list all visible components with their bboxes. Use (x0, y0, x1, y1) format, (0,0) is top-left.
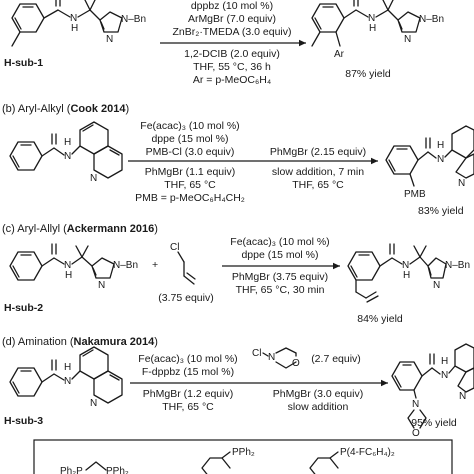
allyl-chloride: Cl (170, 242, 196, 285)
cond-b-3: PMB-Cl (3.0 equiv) (146, 146, 235, 158)
cond-b-5: THF, 65 °C (164, 179, 216, 191)
atom-n-prod: N (368, 13, 375, 24)
cond-d-3: PhMgBr (1.2 equiv) (143, 388, 233, 400)
product-b: PMB H N N (385, 125, 474, 200)
cond-b-1: Fe(acac)₃ (10 mol %) (140, 120, 239, 132)
atom-n-bn-prod-c: N–Bn (445, 260, 470, 271)
cond-d-1: Fe(acac)₃ (10 mol %) (138, 353, 237, 365)
atom-h-prod-d: H (441, 356, 448, 367)
section-a: N H N–Bn N H-sub-1 dppbz (10 mol %) ArMg… (4, 0, 444, 86)
atom-n: N (70, 13, 77, 24)
cond-a-3: ZnBr₂·TMEDA (3.0 equiv) (172, 26, 291, 38)
ligand-box: Ph₂P PPh₂ PPh₂ P(4-FC₆H₄)₂ (33, 439, 453, 474)
header-b: (b) Aryl-Alkyl (Cook 2014) (2, 103, 129, 115)
cond-c-2: dppe (15 mol %) (241, 249, 318, 261)
cond-b-7: PhMgBr (2.15 equiv) (270, 146, 366, 158)
cond-a-2: ArMgBr (7.0 equiv) (188, 13, 276, 25)
ligand-dppe: Ph₂P PPh₂ (60, 461, 129, 474)
label-h-sub-2: H-sub-2 (4, 302, 43, 314)
atom-n-b: N (64, 151, 71, 162)
yield-c: 84% yield (357, 313, 403, 325)
cond-b-9: THF, 65 °C (292, 179, 344, 191)
atom-h-prod-c: H (403, 270, 410, 281)
atom-n2-prod: N (404, 34, 411, 45)
yield-b: 83% yield (418, 205, 464, 217)
atom-h-d: H (64, 362, 71, 373)
atom-o-reagent: O (292, 358, 300, 369)
section-c: (c) Aryl-Allyl (Ackermann 2016) N H N–Bn… (2, 223, 470, 325)
atom-n-prod-b: N (437, 154, 444, 165)
atom-o-prod: O (412, 428, 420, 439)
ligand-box-frame (33, 439, 453, 474)
atom-n-prod-c: N (402, 260, 409, 271)
substrate-h-sub-3: H N N H-sub-3 (4, 346, 123, 427)
atom-h-prod: H (369, 23, 376, 34)
cond-b-4: PhMgBr (1.1 equiv) (145, 166, 235, 178)
atom-n-quin-d: N (90, 398, 97, 409)
atom-n-quin-prod-d: N (459, 391, 466, 402)
cond-c-3: PhMgBr (3.75 equiv) (232, 271, 328, 283)
atom-pmb: PMB (404, 189, 426, 200)
cond-b-8: slow addition, 7 min (272, 166, 364, 178)
cond-d-4: THF, 65 °C (162, 401, 214, 413)
atom-h-c: H (65, 270, 72, 281)
cond-b-2: dppe (15 mol %) (151, 133, 228, 145)
dppe-right: PPh₂ (106, 466, 129, 474)
atom-h-prod-b: H (437, 140, 444, 151)
label-h-sub-1: H-sub-1 (4, 57, 43, 69)
cond-c-1: Fe(acac)₃ (10 mol %) (230, 236, 329, 248)
atom-cl-c: Cl (170, 242, 179, 253)
atom-cl-d: Cl (252, 348, 261, 359)
atom-n-bn: N–Bn (121, 14, 146, 25)
product-c: N H N–Bn N (347, 243, 470, 303)
cond-a-5: THF, 55 °C, 36 h (193, 61, 271, 73)
yield-a: 87% yield (345, 68, 391, 80)
product-a: Ar N H N–Bn N (311, 0, 444, 60)
fdppbz-label: P(4-FC₆H₄)₂ (340, 447, 395, 458)
atom-h-b: H (64, 137, 71, 148)
atom-n2: N (106, 34, 113, 45)
atom-n-morph-prod: N (412, 399, 419, 410)
product-d: N O H N N (391, 343, 474, 439)
reagent-equiv-d: (2.7 equiv) (311, 353, 361, 365)
reagent-equiv-c: (3.75 equiv) (158, 292, 213, 304)
atom-h: H (71, 23, 78, 34)
atom-n-quin-b: N (90, 173, 97, 184)
cond-a-6: Ar = p-MeOC₆H₄ (193, 74, 271, 86)
cond-c-4: THF, 65 °C, 30 min (236, 284, 325, 296)
dppe-left: Ph₂P (60, 466, 83, 474)
substrate-h-sub-2: N H N–Bn N H-sub-2 (4, 243, 138, 314)
atom-ar: Ar (334, 49, 345, 60)
substrate-b: H N N (9, 121, 123, 184)
section-b: (b) Aryl-Alkyl (Cook 2014) H N N Fe(acac… (2, 103, 474, 217)
cond-d-2: F-dppbz (15 mol %) (142, 366, 234, 378)
cond-d-6: slow addition (288, 401, 349, 413)
atom-n-d: N (64, 376, 71, 387)
header-d: (d) Amination (Nakamura 2014) (2, 336, 158, 348)
label-h-sub-3: H-sub-3 (4, 415, 43, 427)
atom-n2-c: N (98, 280, 105, 291)
plus-c: + (152, 259, 158, 271)
atom-n-prod-d: N (441, 370, 448, 381)
n-chloromorpholine: Cl N O (252, 347, 300, 369)
dppbz-label: PPh₂ (232, 447, 255, 458)
atom-n2-prod-c: N (433, 280, 440, 291)
section-d: (d) Amination (Nakamura 2014) H N N H-su… (2, 336, 474, 439)
yield-d: 95% yield (411, 417, 457, 429)
header-c: (c) Aryl-Allyl (Ackermann 2016) (2, 223, 158, 235)
cond-a-4: 1,2-DCIB (2.0 equiv) (184, 48, 280, 60)
atom-n-bn-prod: N–Bn (419, 14, 444, 25)
cond-d-5: PhMgBr (3.0 equiv) (273, 388, 363, 400)
atom-n-morph-reagent: N (268, 352, 275, 363)
atom-n-c: N (64, 260, 71, 271)
atom-n-bn-c: N–Bn (113, 260, 138, 271)
cond-a-1: dppbz (10 mol %) (191, 0, 273, 12)
cond-b-6: PMB = p-MeOC₆H₄CH₂ (135, 192, 245, 204)
substrate-h-sub-1: N H N–Bn N H-sub-1 (4, 0, 146, 69)
ligand-f-dppbz: P(4-FC₆H₄)₂ (309, 447, 395, 474)
ligand-dppbz: PPh₂ (201, 447, 255, 474)
atom-n-quin-prod-b: N (458, 178, 465, 189)
